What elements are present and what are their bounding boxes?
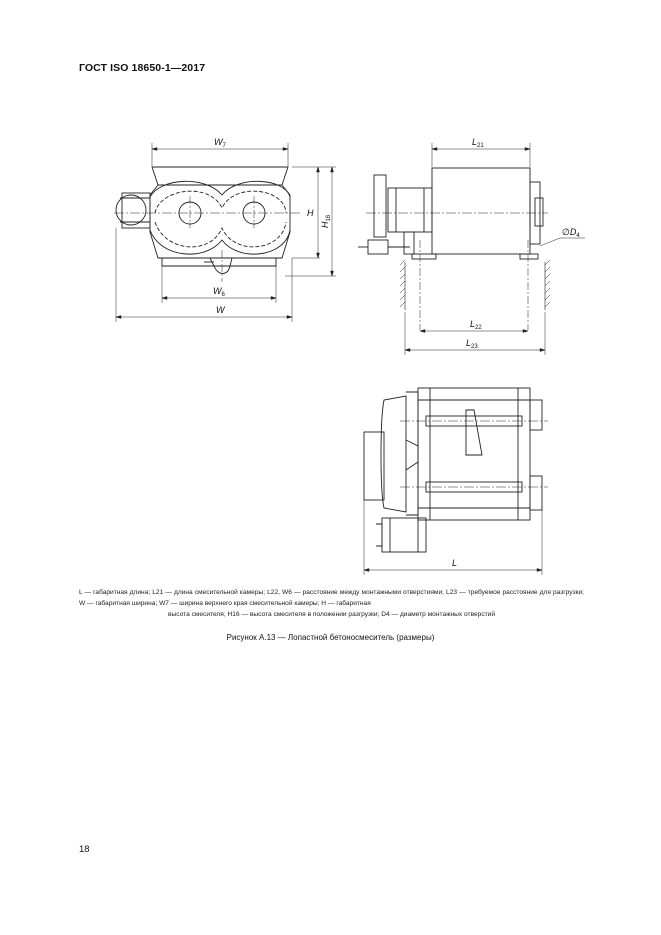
label-l: L: [452, 558, 457, 568]
label-w: W: [216, 305, 226, 315]
label-l21: L21: [472, 137, 484, 149]
label-d4: ∅D4: [562, 227, 580, 239]
top-view: [363, 387, 548, 575]
figure-legend: L — габаритная длина; L21 — длина смесит…: [79, 587, 584, 620]
figure-caption: Рисунок А.13 — Лопастной бетоносмеситель…: [226, 633, 435, 642]
label-h16: H16: [320, 214, 332, 228]
label-h: H: [307, 208, 314, 218]
label-l22: L22: [470, 319, 482, 331]
legend-line-2: высота смесителя; H16 — высота смесителя…: [167, 611, 496, 618]
side-view: [358, 143, 585, 355]
label-w6: W6: [213, 286, 226, 298]
label-w7: W7: [214, 137, 227, 149]
front-view: [114, 143, 336, 322]
page-number: 18: [79, 844, 90, 855]
document-header: ГОСТ ISO 18650-1—2017: [79, 62, 206, 74]
label-l23: L23: [466, 338, 478, 350]
legend-line-1: L — габаритная длина; L21 — длина смесит…: [79, 589, 584, 607]
